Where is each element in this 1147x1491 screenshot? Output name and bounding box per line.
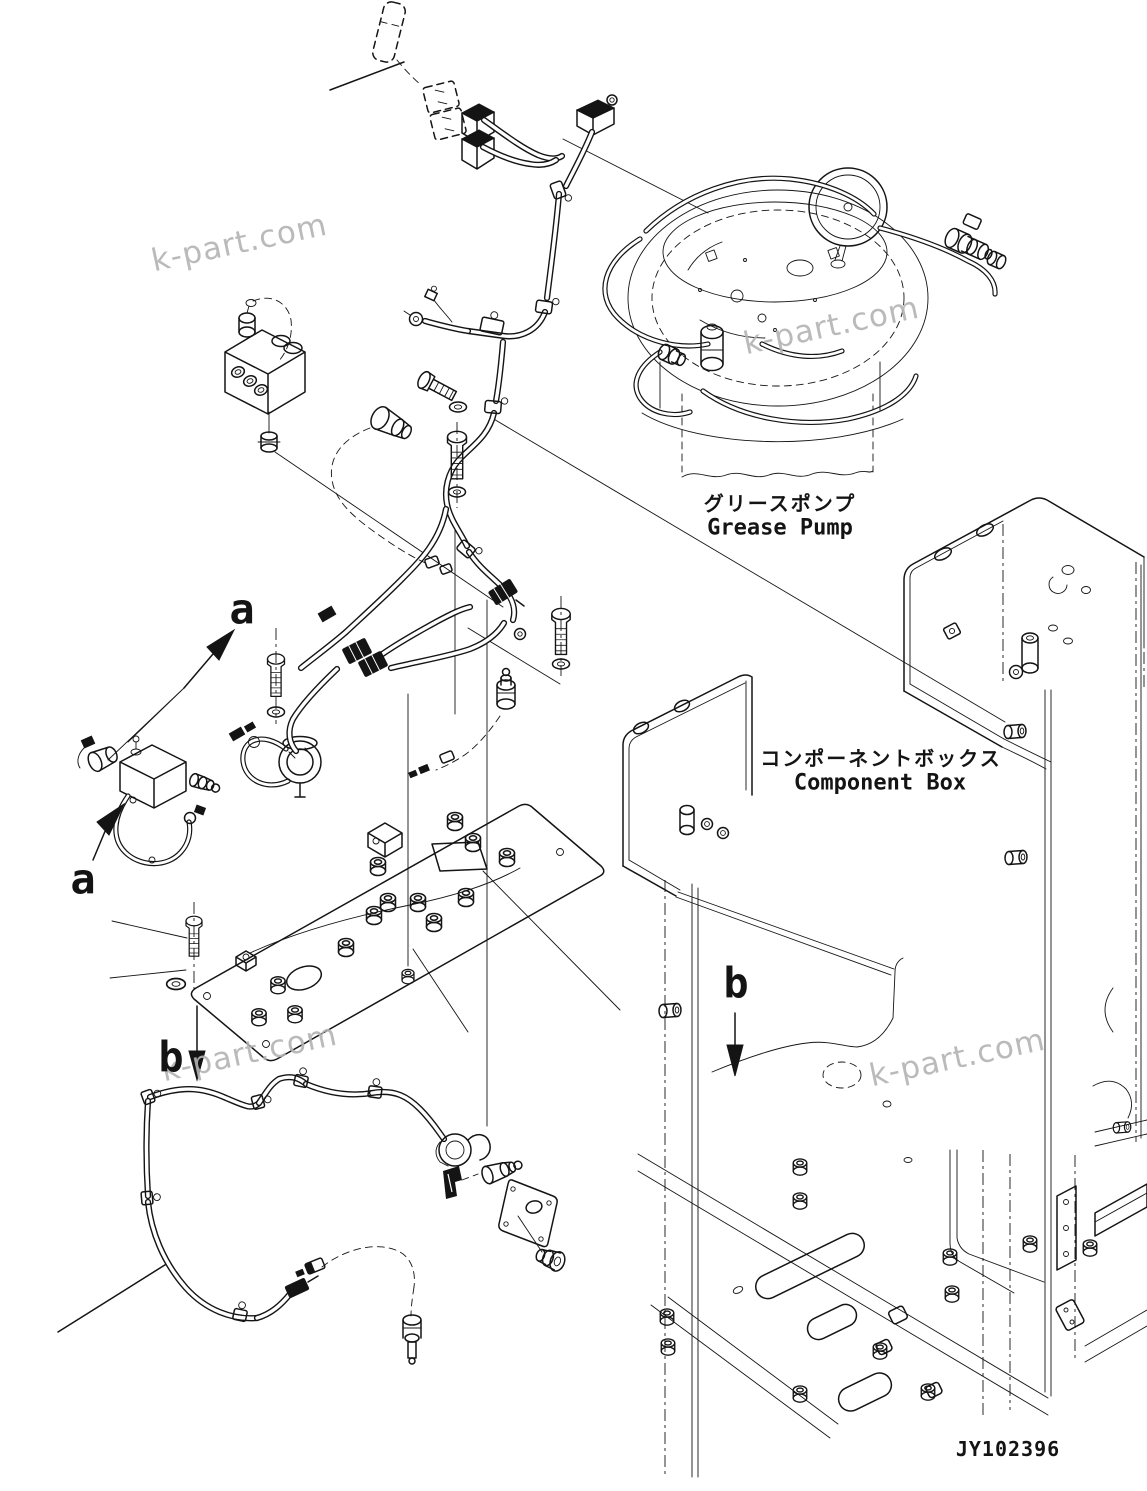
pump-solenoid [700,323,724,372]
bolt-icon [417,370,458,402]
component-box-label-jp: コンポーネントボックス [760,746,1002,771]
fitting-icon [535,1248,566,1272]
pressure-sensor-icon [370,406,413,440]
detail-marker-b: b [723,958,749,1008]
pump-fitting-right-2 [986,250,1007,270]
pressure-switch [408,667,516,779]
detail-marker-a: a [70,854,96,904]
toggle-switch-icon [481,1160,523,1185]
grommet-assembly [228,721,322,798]
harness-connector-icon [284,1278,310,1298]
component-box-frame [622,497,1147,1478]
component-box-label-en: Component Box [793,770,967,796]
leader-lines [57,61,1006,1333]
connector-block-pair [460,103,496,170]
plate-bolt-washer [165,915,203,991]
mounting-plate [190,803,605,1062]
grease-pump-label-en: Grease Pump [707,515,853,541]
detail-arrows [92,628,744,1082]
wiring-harness-upper [266,1,618,755]
detail-marker-b: b [158,1032,184,1082]
wiring-harness-lower [139,1065,566,1365]
nut-block [235,950,257,972]
connector-block-right [575,94,618,136]
valve-block-upper [224,297,306,453]
pressure-gauge-icon [808,167,888,269]
pump-fitting-right [944,227,993,261]
plate-bracket [367,822,403,858]
drawing-number: JY102396 [955,1437,1061,1461]
detail-marker-a: a [229,584,255,634]
pump-fitting-left [657,343,687,367]
grease-pump-label-jp: グリースポンプ [703,491,857,516]
grease-pump-assembly [602,167,1007,443]
valve-assembly-lower [77,735,221,867]
sensor-icon [402,1314,422,1365]
